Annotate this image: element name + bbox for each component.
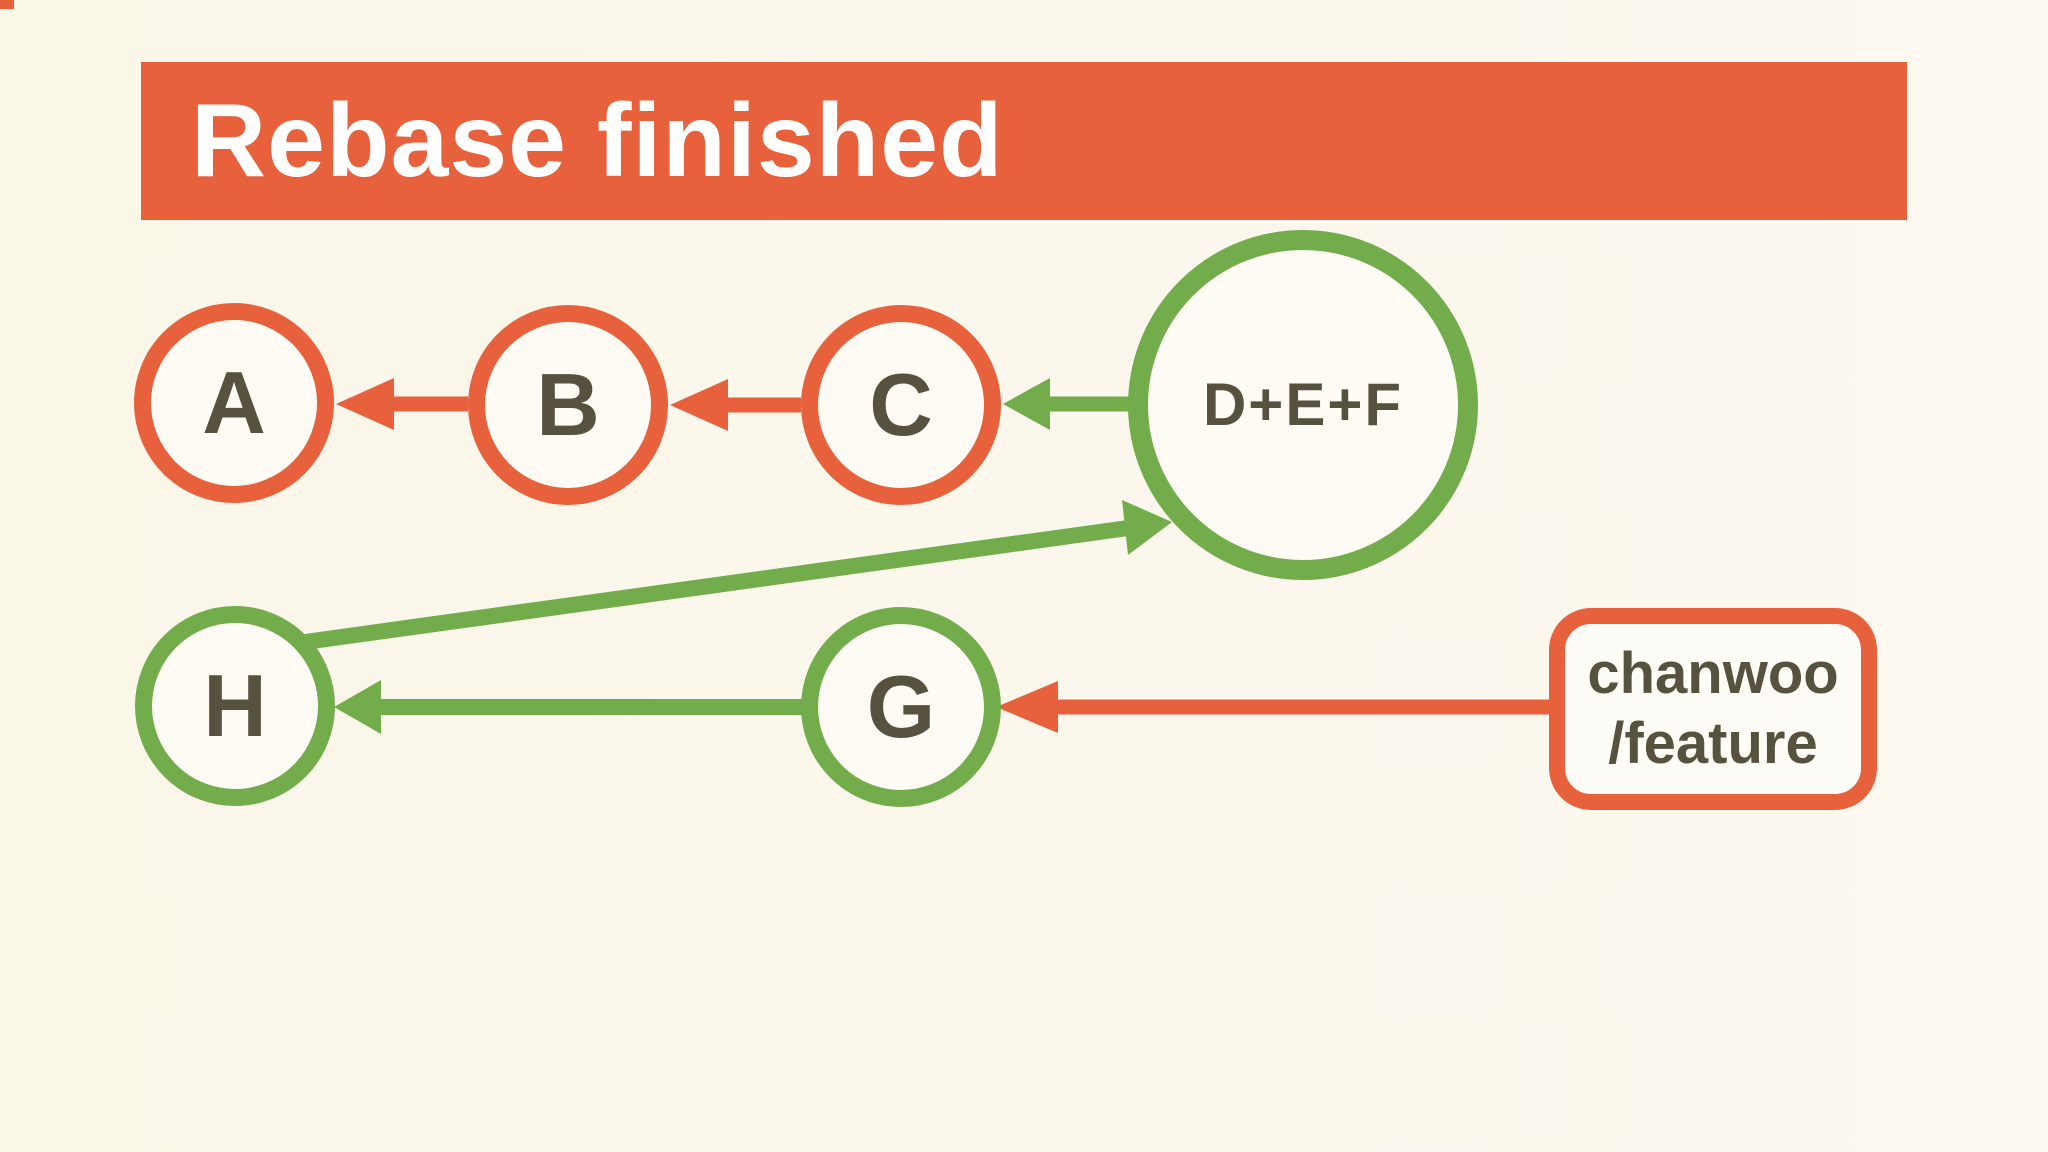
commit-node-c: C bbox=[801, 305, 1001, 505]
edge-h-to-def bbox=[303, 500, 1172, 650]
edge-def-to-c bbox=[1003, 378, 1130, 430]
commit-label-def: D+E+F bbox=[1202, 371, 1404, 438]
edge-h-to-def-shaft bbox=[303, 520, 1130, 650]
commit-label-a: A bbox=[202, 353, 266, 452]
title-bar: Rebase finished bbox=[141, 62, 1907, 220]
edge-h-to-def-arrowhead bbox=[1122, 500, 1172, 555]
edge-branch-to-g bbox=[996, 681, 1549, 733]
commit-node-a: A bbox=[134, 303, 334, 503]
commit-node-b: B bbox=[468, 305, 668, 505]
edge-branch-to-g-arrowhead bbox=[996, 681, 1058, 733]
commit-label-h: H bbox=[203, 656, 267, 755]
commit-label-g: G bbox=[866, 657, 936, 756]
commit-node-h: H bbox=[135, 606, 335, 806]
commit-label-c: C bbox=[869, 355, 933, 454]
branch-label-box: chanwoo /feature bbox=[1549, 608, 1877, 810]
edge-b-to-a-arrowhead bbox=[336, 378, 394, 430]
edge-def-to-c-arrowhead bbox=[1003, 378, 1050, 430]
edge-c-to-b-arrowhead bbox=[670, 379, 728, 431]
branch-label-line2: /feature bbox=[1608, 711, 1818, 776]
edge-g-to-h bbox=[334, 680, 804, 734]
page-title: Rebase finished bbox=[191, 83, 1004, 199]
branch-label-line1: chanwoo bbox=[1587, 641, 1839, 707]
edge-c-to-b bbox=[670, 379, 801, 431]
commit-node-def: D+E+F bbox=[1128, 230, 1478, 580]
edge-g-to-h-arrowhead bbox=[334, 680, 381, 734]
commit-label-b: B bbox=[536, 355, 600, 454]
edge-b-to-a bbox=[336, 378, 468, 430]
commit-node-g: G bbox=[801, 607, 1001, 807]
slide-corner-artifact bbox=[0, 0, 14, 9]
